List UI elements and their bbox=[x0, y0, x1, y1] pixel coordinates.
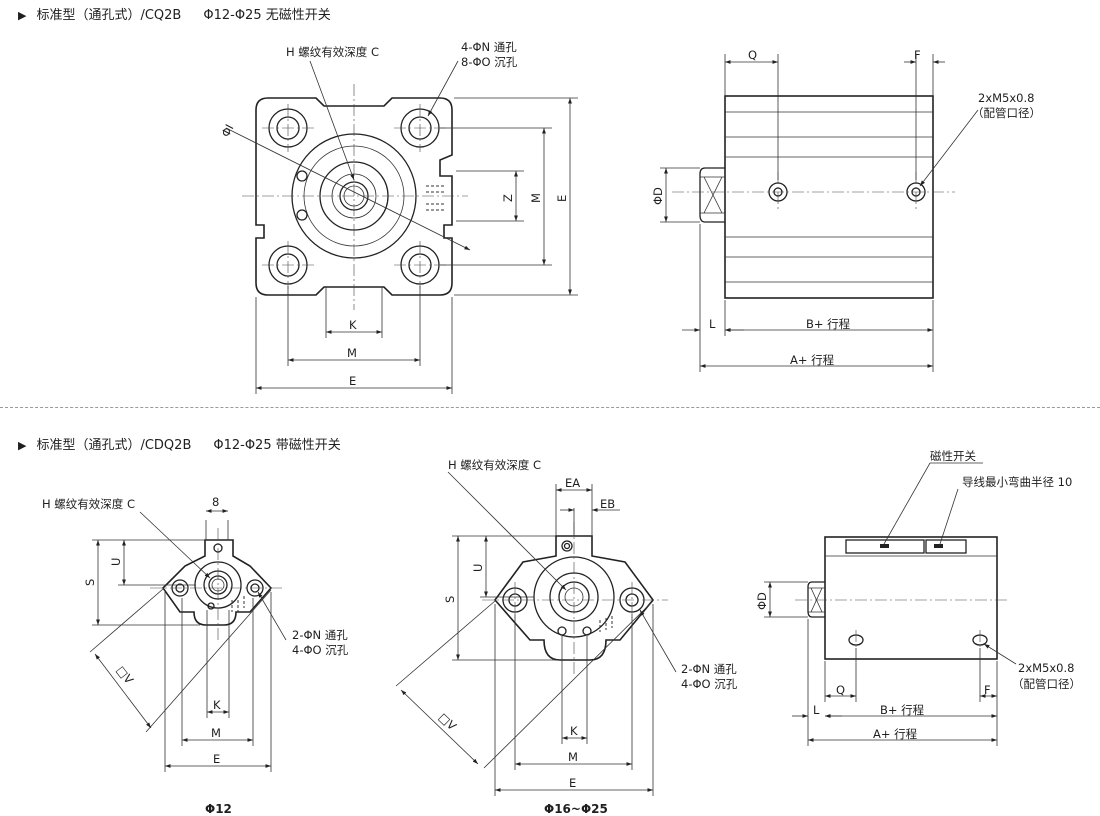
section-range: Φ12-Φ25 无磁性开关 bbox=[203, 8, 331, 23]
label-through-hole: 2-ΦN 通孔 bbox=[292, 628, 348, 642]
section-divider bbox=[0, 407, 1100, 408]
dim-Q: Q bbox=[748, 48, 757, 62]
section-header-standard: ▶ 标准型（通孔式）/CQ2B Φ12-Φ25 无磁性开关 bbox=[18, 4, 331, 23]
dim-8: 8 bbox=[212, 495, 219, 509]
dim-E-vertical: E bbox=[555, 195, 569, 202]
dim-A-stroke: A+ 行程 bbox=[790, 353, 835, 367]
label-thread-depth: H 螺纹有效深度 C bbox=[448, 458, 541, 472]
front-view-cdq2b-16-25 bbox=[395, 471, 677, 796]
dim-E: E bbox=[569, 776, 576, 790]
dim-Z: Z bbox=[501, 194, 515, 202]
label-through-hole: 2-ΦN 通孔 bbox=[681, 662, 737, 676]
section-range: Φ12-Φ25 带磁性开关 bbox=[213, 438, 341, 453]
label-port: 2xM5x0.8 bbox=[1018, 661, 1074, 675]
dim-K: K bbox=[213, 698, 221, 712]
front-view-cdq2b-12 bbox=[89, 509, 287, 772]
label-counterbore: 8-ΦO 沉孔 bbox=[461, 55, 518, 69]
label-counterbore: 4-ΦO 沉孔 bbox=[681, 677, 738, 691]
dim-S: S bbox=[443, 596, 457, 603]
dim-E: E bbox=[349, 374, 356, 388]
dim-L: L bbox=[813, 703, 820, 717]
front-view-cq2b bbox=[225, 60, 578, 394]
side-view-cq2b bbox=[660, 54, 979, 372]
label-port: 2xM5x0.8 bbox=[978, 91, 1034, 105]
dim-K: K bbox=[349, 318, 357, 332]
dim-M: M bbox=[568, 750, 578, 764]
section-header-magnetic: ▶ 标准型（通孔式）/CDQ2B Φ12-Φ25 带磁性开关 bbox=[18, 434, 341, 453]
label-bend-radius: 导线最小弯曲半径 10 bbox=[962, 475, 1072, 489]
dim-Q: Q bbox=[836, 683, 845, 697]
dim-M: M bbox=[347, 346, 357, 360]
label-thread-depth: H 螺纹有效深度 C bbox=[42, 497, 135, 511]
dim-M: M bbox=[211, 726, 221, 740]
dim-V: □V bbox=[436, 710, 459, 733]
dim-K: K bbox=[570, 724, 578, 738]
dim-M-vertical: M bbox=[529, 193, 543, 203]
section-series: 标准型（通孔式）/CQ2B bbox=[36, 8, 182, 23]
label-through-hole: 4-ΦN 通孔 bbox=[461, 40, 517, 54]
caption-phi12: Φ12 bbox=[205, 802, 232, 816]
label-port-note: （配管口径） bbox=[972, 106, 1041, 120]
bullet-triangle-icon: ▶ bbox=[18, 9, 27, 22]
side-view-cdq2b bbox=[764, 462, 1017, 746]
caption-phi16-25: Φ16~Φ25 bbox=[544, 802, 608, 816]
dim-L: L bbox=[709, 317, 716, 331]
dim-F: F bbox=[914, 48, 921, 62]
dim-D: ΦD bbox=[755, 592, 769, 610]
label-counterbore: 4-ΦO 沉孔 bbox=[292, 643, 349, 657]
section-series: 标准型（通孔式）/CDQ2B bbox=[36, 438, 192, 453]
dim-B-stroke: B+ 行程 bbox=[806, 317, 851, 331]
bullet-triangle-icon: ▶ bbox=[18, 439, 27, 452]
dim-B-stroke: B+ 行程 bbox=[880, 703, 925, 717]
dim-A-stroke: A+ 行程 bbox=[873, 727, 918, 741]
label-switch: 磁性开关 bbox=[930, 449, 976, 463]
dim-S: S bbox=[83, 579, 97, 586]
dim-U: U bbox=[471, 564, 485, 572]
dim-I: ΦI bbox=[218, 122, 236, 140]
dim-E: E bbox=[213, 752, 220, 766]
dim-EB: EB bbox=[600, 497, 615, 511]
label-thread-depth: H 螺纹有效深度 C bbox=[286, 45, 379, 59]
dim-U: U bbox=[109, 558, 123, 566]
dim-F: F bbox=[984, 683, 991, 697]
dim-D: ΦD bbox=[651, 187, 665, 205]
label-port-note: （配管口径） bbox=[1012, 677, 1081, 691]
dim-EA: EA bbox=[565, 476, 580, 490]
